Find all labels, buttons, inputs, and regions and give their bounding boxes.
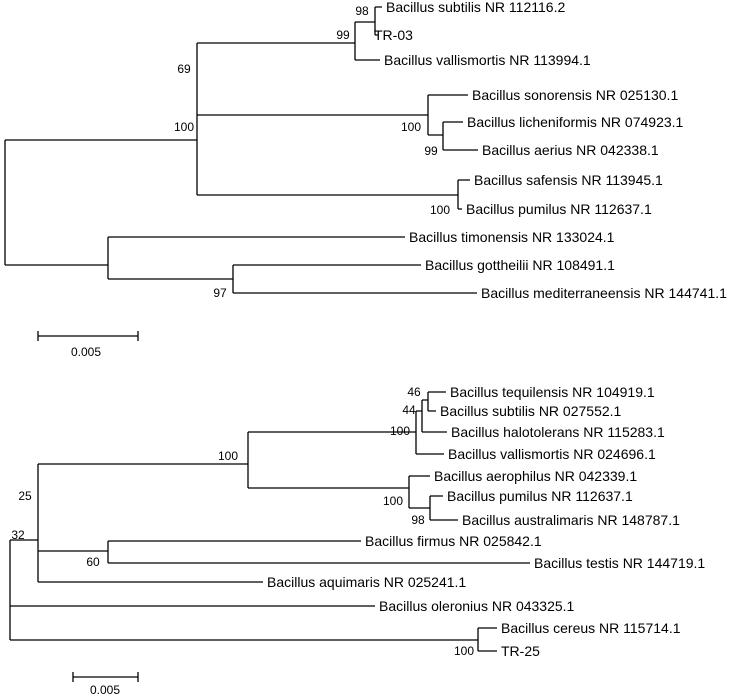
t1-leaf: Bacillus licheniformis NR 074923.1 bbox=[467, 114, 684, 130]
t2-leaf: Bacillus tequilensis NR 104919.1 bbox=[450, 384, 655, 400]
t1-safensis-pumilus-branch bbox=[457, 179, 470, 210]
t1-subtilis-clade-branch bbox=[354, 21, 380, 61]
t1-leaf: Bacillus mediterraneensis NR 144741.1 bbox=[481, 285, 727, 301]
t2-root-branch bbox=[9, 539, 478, 641]
t2-pumilus-australimaris-branch bbox=[429, 495, 458, 521]
t2-leaf: Bacillus aerophilus NR 042339.1 bbox=[434, 468, 637, 484]
t2-bootstrap: 25 bbox=[18, 489, 32, 503]
t2-leaf: Bacillus aquimaris NR 025241.1 bbox=[267, 574, 466, 590]
t1-bootstrap: 99 bbox=[424, 144, 438, 158]
t1-subtilis-tr03-branch bbox=[374, 6, 382, 36]
t2-subtilis-group-branch bbox=[415, 410, 444, 455]
t1-leaf: Bacillus timonensis NR 133024.1 bbox=[409, 229, 615, 245]
t1-bootstrap: 100 bbox=[401, 120, 421, 134]
t1-leaf: Bacillus vallismortis NR 113994.1 bbox=[384, 52, 591, 68]
t2-tequilensis-subtilis-branch bbox=[427, 391, 446, 412]
t2-node100a-branch bbox=[247, 431, 416, 489]
t1-leaf: Bacillus sonorensis NR 025130.1 bbox=[472, 87, 678, 103]
t1-bootstrap: 100 bbox=[174, 120, 194, 134]
t1-bootstrap: 69 bbox=[177, 62, 191, 76]
tree-2: Bacillus tequilensis NR 104919.1 Bacillu… bbox=[9, 384, 705, 697]
t1-leaf: Bacillus safensis NR 113945.1 bbox=[474, 172, 663, 188]
t2-leaf: Bacillus vallismortis NR 024696.1 bbox=[448, 446, 656, 462]
tree-2-branches bbox=[9, 391, 530, 652]
t1-bootstrap: 97 bbox=[213, 286, 227, 300]
tree-1-branches bbox=[4, 6, 478, 294]
t1-sonorensis-clade-branch bbox=[427, 94, 468, 136]
t2-leaf: Bacillus subtilis NR 027552.1 bbox=[440, 403, 622, 419]
t1-bootstrap: 100 bbox=[430, 203, 450, 217]
t2-subtilis-inner-branch bbox=[421, 399, 447, 433]
t1-leaf: Bacillus pumilus NR 112637.1 bbox=[466, 201, 652, 217]
tree-2-bootstrap-values: 46 44 100 100 98 25 60 32 100 100 bbox=[11, 385, 474, 658]
t2-scale-label: 0.005 bbox=[90, 683, 120, 697]
t2-bootstrap: 100 bbox=[390, 424, 410, 438]
t2-bootstrap: 100 bbox=[454, 644, 474, 658]
t1-root-branch bbox=[4, 139, 197, 266]
t2-bootstrap: 44 bbox=[402, 403, 416, 417]
t2-leaf: Bacillus pumilus NR 112637.1 bbox=[447, 488, 633, 504]
t1-bootstrap: 99 bbox=[336, 28, 350, 42]
t2-bootstrap: 46 bbox=[407, 385, 421, 399]
t1-scale-line bbox=[37, 331, 139, 341]
t1-bootstrap: 98 bbox=[355, 4, 369, 18]
t1-leaf: TR-03 bbox=[374, 27, 413, 43]
t2-bootstrap: 100 bbox=[218, 449, 238, 463]
tree-1-bootstrap-values: 98 99 69 100 99 100 100 97 bbox=[174, 4, 450, 300]
t2-node25-branch bbox=[37, 463, 263, 583]
t1-licheniformis-aerius-branch bbox=[442, 121, 478, 151]
tree-2-leaf-labels: Bacillus tequilensis NR 104919.1 Bacillu… bbox=[267, 384, 705, 659]
t1-lower-clade-branch bbox=[107, 236, 405, 280]
t1-gottheilii-clade-branch bbox=[232, 264, 477, 294]
t2-leaf: Bacillus testis NR 144719.1 bbox=[534, 555, 705, 571]
tree-1-leaf-labels: Bacillus subtilis NR 112116.2 TR-03 Baci… bbox=[374, 0, 727, 301]
t2-leaf: Bacillus halotolerans NR 115283.1 bbox=[451, 424, 665, 440]
t2-leaf: Bacillus australimaris NR 148787.1 bbox=[462, 512, 680, 528]
tree-1-scale-bar: 0.005 bbox=[37, 331, 139, 359]
tree-1: Bacillus subtilis NR 112116.2 TR-03 Baci… bbox=[4, 0, 727, 359]
tree-2-scale-bar: 0.005 bbox=[72, 672, 139, 697]
t2-leaf: Bacillus firmus NR 025842.1 bbox=[365, 533, 542, 549]
t2-leaf: TR-25 bbox=[501, 643, 540, 659]
t2-scale-line bbox=[72, 672, 139, 682]
t1-leaf: Bacillus aerius NR 042338.1 bbox=[482, 142, 659, 158]
t1-scale-label: 0.005 bbox=[71, 345, 101, 359]
t2-bootstrap: 60 bbox=[86, 555, 100, 569]
t2-leaf: Bacillus oleronius NR 043325.1 bbox=[379, 598, 575, 614]
t2-bootstrap: 100 bbox=[383, 494, 403, 508]
t2-bootstrap: 98 bbox=[411, 513, 425, 527]
t2-firmus-testis-link bbox=[38, 540, 530, 564]
t2-pumilus-group-branch bbox=[408, 475, 430, 509]
t2-cereus-tr25-branch bbox=[477, 627, 497, 652]
t1-main-clade-branch bbox=[196, 42, 458, 196]
t2-bootstrap: 32 bbox=[11, 528, 25, 542]
t1-leaf: Bacillus gottheilii NR 108491.1 bbox=[425, 257, 615, 273]
t1-leaf: Bacillus subtilis NR 112116.2 bbox=[386, 0, 565, 15]
t2-leaf: Bacillus cereus NR 115714.1 bbox=[501, 620, 681, 636]
